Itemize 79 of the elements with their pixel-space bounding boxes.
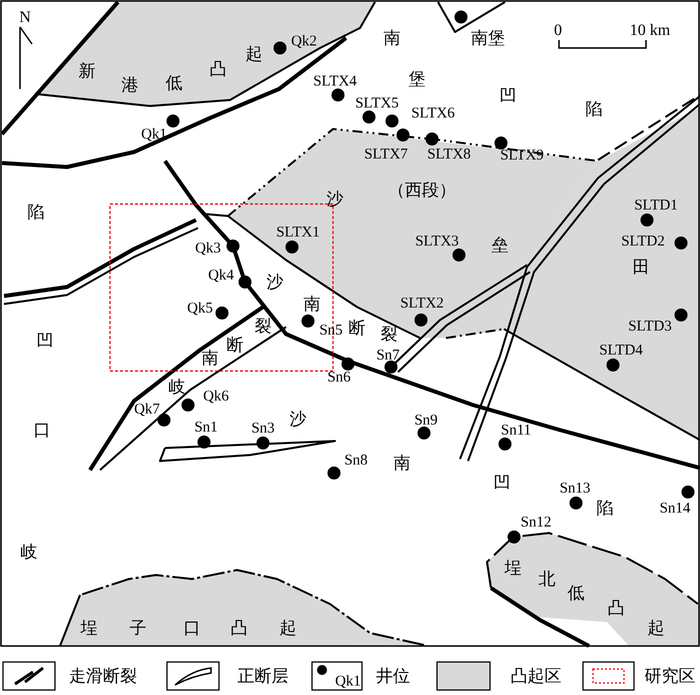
legend-label: 正断层: [238, 668, 288, 684]
place-name: 陷: [586, 100, 602, 118]
place-name: 起: [246, 46, 262, 62]
place-name: 低: [166, 74, 182, 92]
legend-label: 井位: [376, 668, 410, 684]
well-label: SLTX4: [313, 74, 357, 90]
well-label: Sn9: [414, 414, 438, 428]
well-label: Sn8: [344, 454, 368, 468]
scale-label: 0: [554, 23, 562, 39]
place-name: 凸: [210, 60, 226, 78]
well-label: SLTX3: [415, 234, 459, 250]
well-label: SLTX1: [276, 226, 320, 240]
well-label: SLTX8: [427, 148, 471, 162]
well-label: Sn11: [500, 424, 532, 438]
place-name: 凹: [494, 474, 510, 492]
well-label: Sn1: [194, 420, 218, 436]
well-label: Sn6: [327, 370, 351, 386]
place-name: 田: [632, 258, 650, 276]
place-name: 岐: [20, 544, 38, 560]
place-name: 沙: [290, 410, 306, 428]
place-name: 新: [78, 62, 96, 80]
place-name: 凹: [36, 332, 54, 350]
place-name: （西段）: [388, 182, 456, 198]
well-label: SLTD4: [599, 344, 643, 358]
well-label: SLTD1: [634, 198, 678, 214]
place-name: 港: [122, 76, 138, 94]
well-label: Sn13: [560, 482, 590, 496]
place-name: 口: [184, 620, 200, 636]
place-name: 断: [226, 336, 244, 354]
place-name: 裂: [254, 318, 272, 334]
place-name: 沙: [266, 274, 284, 290]
well-label: SLTX5: [355, 96, 399, 112]
place-name: 南: [304, 296, 320, 312]
well-label: Qk5: [187, 302, 213, 316]
place-name: 沙: [326, 190, 344, 208]
well-label: Qk1: [335, 674, 361, 690]
legend-label: 走滑断裂: [69, 668, 137, 684]
place-name: 陷: [28, 204, 44, 220]
well-label: SLTX7: [364, 148, 408, 162]
well-label: SLTX2: [400, 296, 444, 312]
place-name: 凸: [608, 600, 624, 616]
place-name: 南: [394, 454, 410, 472]
place-name: 口: [34, 422, 50, 438]
place-name: 南: [202, 350, 218, 366]
well-label: Qk3: [195, 242, 221, 256]
legend-label: 凸起区: [510, 668, 562, 684]
place-name: 子: [130, 620, 146, 636]
scale-label: 10 km: [630, 23, 670, 39]
place-name: 堡: [408, 70, 426, 88]
place-name: 断: [348, 320, 366, 336]
place-name: 埕: [504, 560, 522, 576]
well-label: Qk6: [203, 390, 229, 404]
well-label: Sn3: [251, 422, 275, 436]
well-label: Sn14: [660, 502, 690, 516]
well-label: Qk1: [141, 128, 167, 142]
well-label: Sn7: [376, 348, 400, 364]
place-name: 裂: [380, 326, 398, 342]
well-label: Qk7: [134, 402, 160, 418]
place-name: 低: [568, 584, 584, 602]
place-name: 南堡: [471, 30, 505, 46]
place-name: 岐: [168, 378, 186, 396]
place-name: 凸: [230, 620, 248, 636]
north-label: N: [19, 10, 31, 26]
place-name: 北: [538, 570, 556, 588]
place-name: 垒: [492, 236, 508, 254]
place-name: 起: [280, 620, 296, 636]
legend-label: 研究区: [644, 668, 696, 684]
place-name: 陷: [596, 500, 614, 516]
well-label: SLTX6: [411, 106, 455, 122]
place-name: 埕: [80, 620, 98, 636]
well-label: SLTD2: [621, 234, 665, 250]
place-name: 起: [648, 620, 664, 636]
place-name: 南: [384, 30, 400, 46]
well-label: Qk4: [208, 268, 234, 284]
well-label: Sn5: [319, 324, 343, 338]
well-label: Sn12: [520, 516, 552, 530]
place-name: 凹: [500, 88, 516, 104]
well-label: Qk2: [291, 34, 317, 50]
well-label: SLTD3: [628, 320, 672, 334]
